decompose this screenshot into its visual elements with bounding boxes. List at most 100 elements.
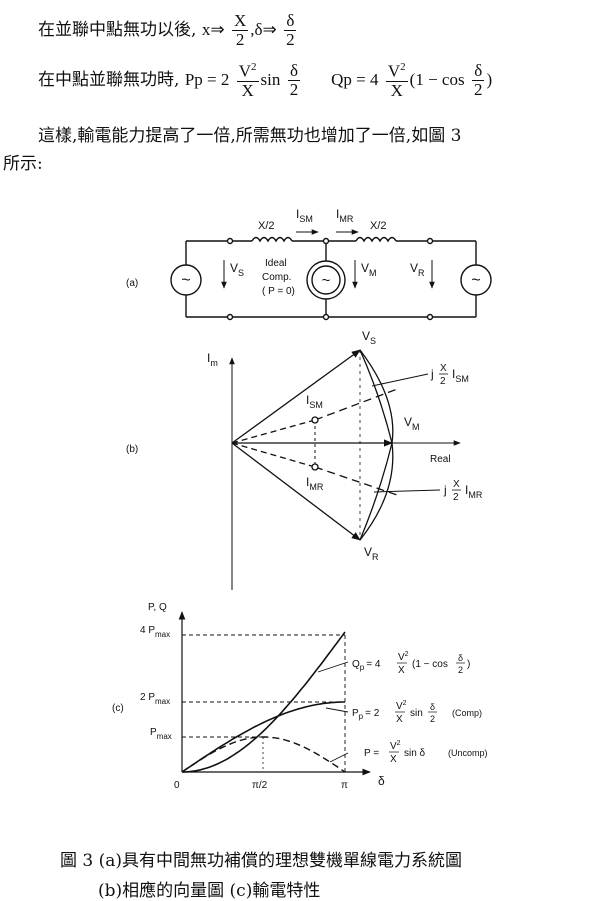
label-qp-formula: Qp= 4 V2 X (1 − cos δ 2 )	[352, 651, 470, 676]
label-vs: VS	[230, 261, 244, 278]
svg-text:X: X	[396, 714, 403, 725]
svg-text:δ: δ	[430, 702, 435, 712]
figure-caption-line-2: (b)相應的向量圖 (c)輸電特性	[98, 881, 321, 901]
svg-text:2: 2	[440, 376, 446, 387]
label-x-half-left: X/2	[258, 220, 275, 232]
label-vr: VR	[364, 545, 379, 562]
tilde-icon: ~	[322, 272, 331, 289]
svg-text:V2: V2	[396, 700, 407, 712]
curve-pp-comp	[181, 701, 345, 773]
svg-text:2: 2	[453, 492, 459, 503]
svg-text:(Comp): (Comp)	[452, 708, 482, 718]
svg-text:δ: δ	[458, 653, 463, 663]
svg-text:): )	[467, 659, 470, 670]
svg-text:Qp= 4: Qp= 4	[352, 659, 381, 672]
imr-phasor	[231, 442, 316, 468]
label-comp: Comp.	[262, 272, 291, 283]
characteristics-plot: (c)	[112, 611, 371, 776]
label-pp-formula: Pp= 2 V2 X sin δ 2 (Comp)	[352, 700, 482, 725]
svg-text:V2: V2	[398, 651, 409, 663]
pp-lhs: Pp = 2	[184, 70, 230, 90]
label-i-mr: IMR	[336, 207, 354, 224]
svg-text:j: j	[443, 483, 447, 497]
figure-caption-line-1: 圖 3 (a)具有中間無功補償的理想雙機單線電力系統圖	[60, 851, 463, 871]
label-x-half-right: X/2	[370, 220, 387, 232]
tilde-icon: ~	[471, 272, 480, 289]
label-vm: VM	[361, 261, 377, 278]
svg-text:X: X	[440, 363, 447, 374]
tick-4pmax: 4 Pmax	[140, 625, 170, 639]
label-jx-sm: j X 2 ISM	[430, 363, 469, 387]
characteristics-labels: P, Q δ 0 π/2 π 4 Pmax 2 Pmax Pmax Qp= 4 …	[140, 602, 488, 791]
tick-pi-half: π/2	[252, 780, 268, 791]
svg-text:X: X	[390, 754, 397, 765]
label-x-axis: δ	[378, 774, 385, 788]
phasor-labels: Im Real VS VM VR ISM IMR j X 2 ISM j X 2…	[207, 329, 483, 562]
circuit-labels: ~ ~ ~ X/2 X/2 ISM IMR VS VM VR Ideal Com…	[181, 207, 480, 297]
tilde-icon: ~	[181, 272, 190, 289]
ism-extension	[314, 387, 401, 421]
curve-qp	[182, 631, 346, 773]
svg-text:IMR: IMR	[465, 483, 483, 500]
svg-text:X: X	[453, 479, 460, 490]
svg-text:ISM: ISM	[452, 367, 469, 384]
svg-text:P =: P =	[364, 748, 379, 759]
equation-1-text: 在並聯中點無功以後,	[38, 19, 197, 40]
svg-text:sin δ: sin δ	[404, 748, 426, 759]
label-vs: VS	[362, 329, 376, 346]
paragraph-line-2: 所示:	[3, 154, 43, 174]
label-ideal: Ideal	[265, 258, 287, 269]
paragraph-line-1: 這樣,輸電能力提高了一倍,所需無功也增加了一倍,如圖 3	[38, 126, 462, 146]
svg-text:(1 − cos: (1 − cos	[412, 659, 448, 670]
inductor-left	[251, 236, 293, 243]
circuit-diagram: (a)	[126, 229, 492, 321]
ism-phasor	[231, 419, 316, 444]
tick-pmax: Pmax	[150, 727, 172, 741]
qp-lhs: Qp = 4	[331, 70, 379, 90]
source-left	[170, 264, 202, 296]
label-p-formula: P = V2 X sin δ (Uncomp)	[364, 740, 488, 765]
tick-origin: 0	[174, 780, 180, 791]
curve-p-uncomp	[181, 736, 346, 773]
vs-phasor	[231, 349, 361, 444]
label-i-sm: ISM	[296, 207, 313, 224]
label-jx-mr: j X 2 IMR	[443, 479, 483, 503]
label-p-zero: ( P = 0)	[262, 286, 295, 297]
arc-upper	[359, 349, 394, 444]
svg-text:Pp= 2: Pp= 2	[352, 708, 380, 721]
compensator-outer	[306, 260, 346, 300]
svg-text:2: 2	[430, 714, 435, 724]
svg-text:(Uncomp): (Uncomp)	[448, 748, 488, 758]
label-imr: IMR	[306, 475, 324, 492]
inductor-right	[355, 236, 397, 243]
svg-text:X: X	[398, 665, 405, 676]
source-right	[460, 264, 492, 296]
figure-c-label: (c)	[112, 703, 124, 714]
svg-text:j: j	[430, 367, 434, 381]
label-vm: VM	[404, 415, 420, 432]
label-real: Real	[430, 454, 451, 465]
phasor-diagram: (b)	[126, 349, 461, 590]
label-ism: ISM	[306, 393, 323, 410]
figure-b-label: (b)	[126, 444, 138, 455]
svg-text:2: 2	[458, 665, 463, 675]
tick-2pmax: 2 Pmax	[140, 692, 170, 706]
svg-text:sin: sin	[410, 708, 423, 719]
equation-1-x: x	[201, 19, 211, 39]
equation-1-arrow: ⇒	[210, 19, 225, 39]
svg-text:V2: V2	[390, 740, 401, 752]
vr-phasor	[231, 442, 361, 541]
label-im: Im	[207, 351, 218, 368]
compensator-inner	[311, 265, 341, 295]
tick-pi: π	[341, 780, 348, 791]
imr-extension	[314, 466, 401, 497]
